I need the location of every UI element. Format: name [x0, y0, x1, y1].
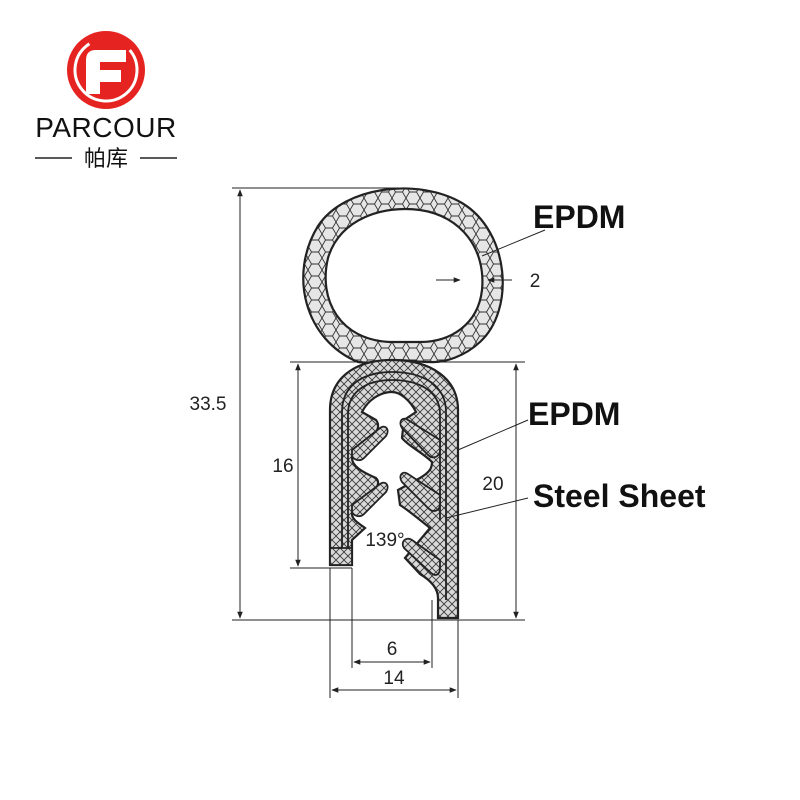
- clip-body: [328, 358, 460, 620]
- bulb-seal: [302, 187, 504, 364]
- extension-lines: [232, 187, 525, 698]
- outer-height-label: 20: [482, 474, 503, 495]
- insert-material-label: Steel Sheet: [533, 478, 706, 514]
- wall-thickness-label: 2: [530, 271, 541, 292]
- dimension-lines: [237, 189, 519, 693]
- brand-name: PARCOUR: [35, 112, 176, 143]
- brand-logo: PARCOUR 帕库: [35, 31, 177, 171]
- clip-material-label: EPDM: [528, 396, 620, 432]
- leader-lines: [445, 229, 546, 519]
- total-height-label: 33.5: [190, 394, 227, 415]
- inner-width-label: 6: [387, 639, 398, 660]
- clip-height-label: 16: [272, 456, 293, 477]
- outer-width-label: 14: [383, 668, 405, 689]
- angle-label: 139°: [365, 530, 404, 551]
- bulb-material-label: EPDM: [533, 199, 625, 235]
- logo-mark-icon: [67, 31, 145, 109]
- brand-chinese-name: 帕库: [84, 146, 128, 171]
